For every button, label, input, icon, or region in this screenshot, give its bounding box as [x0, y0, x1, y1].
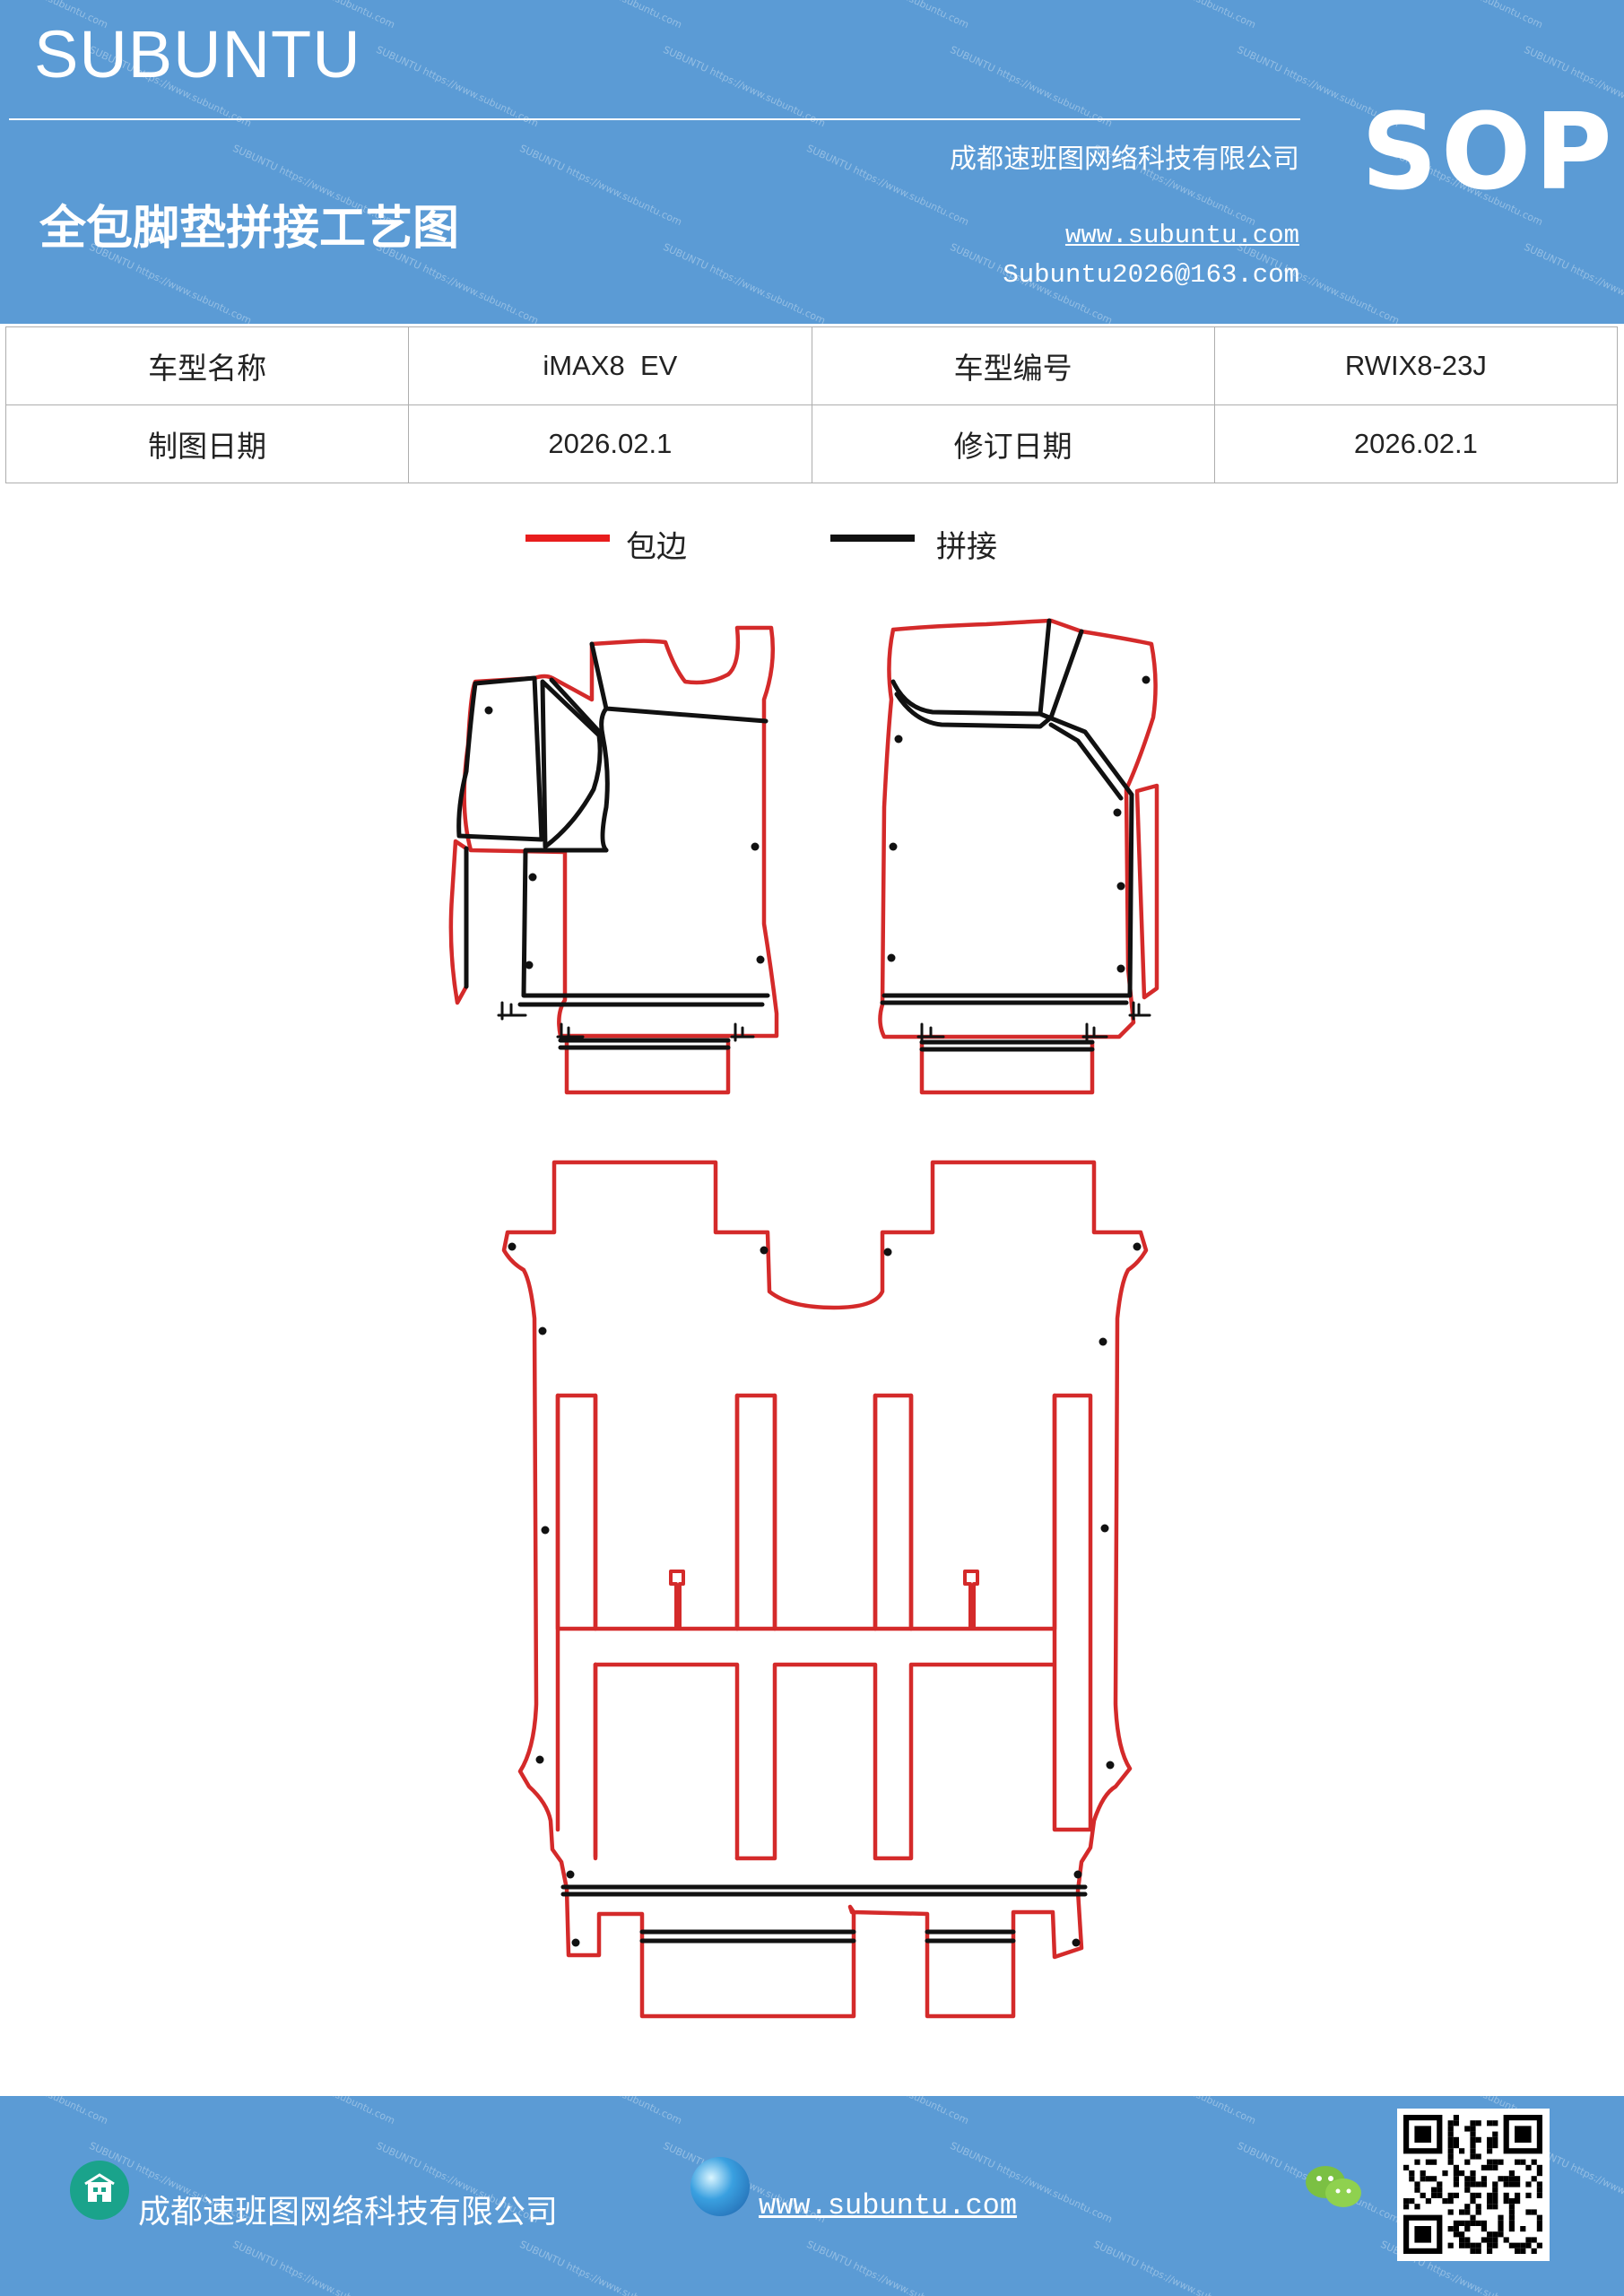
watermark-text: SUBUNTU https://www.subuntu.com: [517, 2096, 683, 2126]
draw-date-label: 制图日期: [4, 404, 410, 483]
globe-icon: [690, 2157, 750, 2216]
wechat-icon[interactable]: [1302, 2161, 1365, 2214]
model-code-value: RWIX8-23J: [1213, 326, 1619, 405]
watermark-text: SUBUNTU https://www.subuntu.com: [804, 142, 971, 229]
company-name: 成都速班图网络科技有限公司: [950, 144, 1299, 175]
legend-label-edge: 包边: [626, 529, 687, 565]
website-link[interactable]: www.subuntu.com: [1064, 221, 1299, 250]
revise-date-value: 2026.02.1: [1213, 404, 1619, 483]
watermark-text: SUBUNTU https://www.subuntu.com: [1378, 0, 1544, 30]
watermark-text: SUBUNTU https://www.subuntu.com: [230, 2096, 396, 2126]
model-code-label: 车型编号: [811, 326, 1215, 405]
watermark-text: SUBUNTU https://www.subuntu.com: [1091, 0, 1257, 30]
model-name-label: 车型名称: [4, 326, 410, 405]
floor-mat-diagram: [448, 618, 1159, 2019]
watermark-text: SUBUNTU https://www.subuntu.com: [517, 0, 683, 30]
watermark-text: SUBUNTU https://www.subuntu.com: [948, 43, 1115, 130]
watermark-text: SUBUNTU https://www.subuntu.com: [804, 2238, 971, 2296]
front-left-mat: [448, 625, 779, 1095]
rear-mat: [501, 1160, 1149, 2019]
document-title: 全包脚垫拼接工艺图: [39, 201, 460, 256]
table-row: 车型名称 iMAX8 EV 车型编号 RWIX8-23J: [4, 326, 1619, 405]
email-address: Subuntu2026@163.com: [1003, 260, 1299, 290]
legend-label-seam: 拼接: [936, 529, 997, 565]
watermark-text: SUBUNTU https://www.subuntu.com: [517, 2238, 684, 2296]
footer-company-name: 成都速班图网络科技有限公司: [138, 2194, 559, 2231]
watermark-text: SUBUNTU https://www.subuntu.com: [1522, 240, 1624, 324]
draw-date-value: 2026.02.1: [408, 404, 812, 483]
watermark-text: SUBUNTU https://www.subuntu.com: [1091, 2238, 1258, 2296]
table-row: 制图日期 2026.02.1 修订日期 2026.02.1: [4, 404, 1619, 483]
model-name-value: iMAX8 EV: [408, 326, 812, 405]
legend-swatch-edge: [525, 535, 610, 542]
brand-logo: SUBUNTU: [34, 17, 361, 91]
watermark-text: SUBUNTU https://www.subuntu.com: [374, 43, 541, 130]
revise-date-label: 修订日期: [811, 404, 1215, 483]
front-right-mat: [878, 618, 1159, 1095]
legend-swatch-seam: [830, 535, 915, 542]
vehicle-info-table: 车型名称 iMAX8 EV 车型编号 RWIX8-23J 制图日期 2026.0…: [4, 326, 1619, 483]
watermark-text: SUBUNTU https://www.subuntu.com: [1091, 2096, 1257, 2126]
watermark-text: SUBUNTU https://www.subuntu.com: [661, 240, 828, 324]
watermark-text: SUBUNTU https://www.subuntu.com: [661, 43, 828, 130]
watermark-text: SUBUNTU https://www.subuntu.com: [0, 2096, 109, 2126]
watermark-text: SUBUNTU https://www.subuntu.com: [804, 0, 970, 30]
watermark-text: SUBUNTU https://www.subuntu.com: [804, 2096, 970, 2126]
watermark-text: SUBUNTU https://www.subuntu.com: [517, 142, 684, 229]
header-divider: [9, 118, 1300, 120]
legend: 包边 拼接: [525, 522, 1028, 576]
building-icon: [70, 2161, 129, 2220]
sop-badge: SOP: [1361, 90, 1616, 213]
qr-code: [1397, 2109, 1550, 2261]
watermark-text: SUBUNTU https://www.subuntu.com: [230, 2238, 397, 2296]
footer-website-link[interactable]: www.subuntu.com: [759, 2189, 1018, 2222]
